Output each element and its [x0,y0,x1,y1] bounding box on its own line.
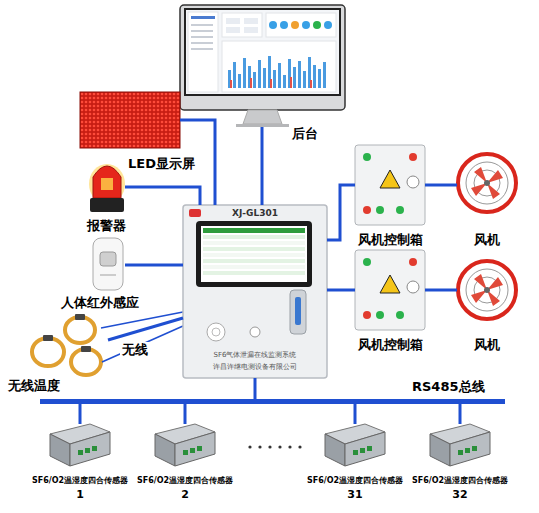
node-label: RS485总线 [412,379,485,395]
fan-control-box-illustration [355,250,425,330]
infrared-sensor: 人体红外感应 [92,238,125,290]
fan-control-box-illustration [355,145,425,225]
node-sublabel: SF6气体泄漏在线监测系统 [214,351,297,359]
wireless-temperature-illustration [32,317,101,375]
led-screen-illustration [80,92,180,148]
bus-connector [108,318,183,340]
node-label: SF6/O2温湿度四合传感器 [137,476,233,486]
backend-monitor: 后台 [180,5,345,127]
fan: 风机 [457,153,517,213]
monitor-illustration [180,5,345,127]
node-sublabel: 许昌许继电测设备有限公司 [213,363,297,371]
bus-connector [354,404,357,424]
node-label: SF6/O2温湿度四合传感器 [32,476,128,486]
bus-connector [425,184,457,187]
node-label: 风机控制箱 [358,337,423,353]
node-label: 风机控制箱 [358,232,423,248]
node-label: SF6/O2温湿度四合传感器 [412,476,508,486]
bus-connector [327,185,355,240]
node-label: XJ-GL301 [232,208,278,219]
fan-illustration [458,154,516,212]
sensor-illustration [430,424,490,466]
sensor-illustration [325,424,385,466]
bus-connector [327,289,355,292]
bus-connector [184,404,187,424]
ellipsis-dots [248,445,301,448]
node-sublabel: 31 [347,488,362,501]
wireless-link-line [101,312,183,362]
bus-connector [79,404,82,424]
node-label: 报警器 [87,218,126,234]
sensor-box: SF6/O2温湿度四合传感器2 [155,424,215,469]
bus-connector [254,378,257,399]
sensor-box: SF6/O2温湿度四合传感器1 [50,424,110,469]
rs485-bus: RS485总线 [40,399,505,404]
node-label: 风机 [474,337,500,353]
node-label: 人体红外感应 [61,295,139,311]
node-sublabel: 1 [76,488,84,501]
fan-illustration [458,261,516,319]
sensor-box: SF6/O2温湿度四合传感器32 [430,424,490,469]
fan-control-box: 风机控制箱 [355,250,425,330]
sensor-illustration [50,424,110,466]
fan-control-box: 风机控制箱 [355,145,425,225]
bus-connector [459,404,462,424]
controller-illustration [183,205,327,378]
sensor-illustration [155,424,215,466]
alarm-illustration [89,164,125,212]
fan: 风机 [457,260,517,320]
edge-label: 无线 [120,342,150,358]
node-label: 后台 [292,126,318,142]
node-sublabel: 2 [181,488,189,501]
infrared-sensor-illustration [93,238,123,290]
led-display: LED显示屏 [80,92,180,148]
node-label: LED显示屏 [128,156,195,172]
node-label: 风机 [474,232,500,248]
node-label: 无线温度 [8,378,60,394]
bus-connector [425,289,457,292]
alarm: 报警器 [88,160,125,215]
wireless-temperature: 无线温度 [28,312,108,377]
bus-connector [261,127,264,205]
bus-connector [125,187,200,205]
controller-box: XJ-GL301SF6气体泄漏在线监测系统许昌许继电测设备有限公司 [183,205,327,378]
node-sublabel: 32 [452,488,467,501]
node-label: SF6/O2温湿度四合传感器 [307,476,403,486]
bus-connector [125,264,183,267]
wireless-temperature-sensor-heads [43,314,91,352]
sensor-box: SF6/O2温湿度四合传感器31 [325,424,385,469]
